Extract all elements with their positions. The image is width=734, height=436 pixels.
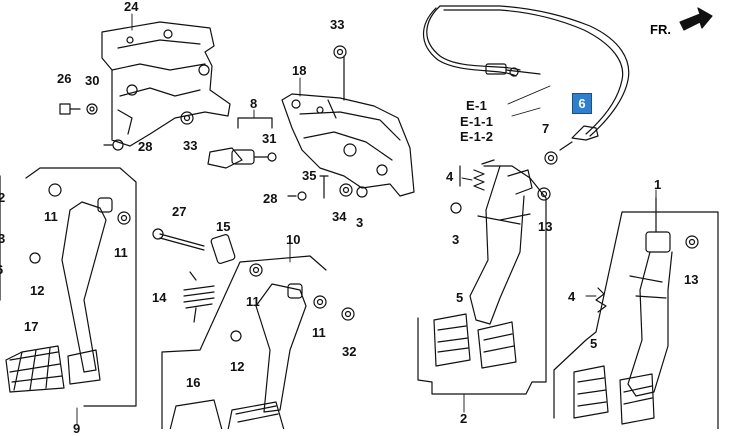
part-label-7[interactable]: 7 <box>542 121 550 136</box>
part-label-33-top[interactable]: 33 <box>183 138 198 153</box>
arrow-right-icon <box>679 7 713 31</box>
bolt-28-top <box>103 139 124 151</box>
rod-27 <box>152 228 205 251</box>
leader-lines <box>76 13 657 425</box>
part-label-34[interactable]: 34 <box>332 209 347 224</box>
pedal-set-panel-2 <box>417 159 551 395</box>
part-label-26[interactable]: 26 <box>57 71 72 86</box>
part-label-24[interactable]: 24 <box>124 0 139 14</box>
part-label-5-right[interactable]: 5 <box>590 336 598 351</box>
part-label-30[interactable]: 30 <box>85 73 100 88</box>
part-label-27[interactable]: 27 <box>172 204 187 219</box>
nut-30 <box>86 103 98 115</box>
part-label-14[interactable]: 14 <box>152 290 167 305</box>
part-label-3-right[interactable]: 3 <box>452 232 460 247</box>
bolt-26 <box>59 103 81 115</box>
part-label-4-right[interactable]: 4 <box>568 289 576 304</box>
pedal-set-panel-1 <box>553 197 719 429</box>
part-label-11-center-nut[interactable]: 11 <box>312 325 326 340</box>
part-label-6-edge[interactable]: 6 <box>0 263 3 276</box>
part-label-17[interactable]: 17 <box>24 319 39 334</box>
part-label-32[interactable]: 32 <box>342 344 357 359</box>
part-label-3-center[interactable]: 3 <box>356 215 364 230</box>
throttle-cable <box>423 5 630 151</box>
part-label-16[interactable]: 16 <box>186 375 201 390</box>
part-label-2[interactable]: 2 <box>460 411 468 426</box>
pin-35 <box>319 175 329 199</box>
spring-14 <box>183 271 215 323</box>
clutch-pedal-panel <box>0 167 137 407</box>
nut-34 <box>339 183 353 197</box>
orientation-label: FR. <box>650 22 671 37</box>
part-label-13-right[interactable]: 13 <box>684 272 699 287</box>
stop-switch-8 <box>207 117 277 169</box>
nut-33-center <box>333 45 347 59</box>
collar-15 <box>210 234 236 264</box>
part-label-18[interactable]: 18 <box>292 63 307 78</box>
part-label-3-edge[interactable]: 3 <box>0 231 6 246</box>
nut-33-top <box>180 111 194 125</box>
part-label-35[interactable]: 35 <box>302 168 317 183</box>
part-label-33-center[interactable]: 33 <box>330 17 345 32</box>
part-label-4-center[interactable]: 4 <box>446 169 454 184</box>
part-label-31[interactable]: 31 <box>262 131 277 146</box>
nut-32 <box>341 307 355 321</box>
highlighted-part-callout[interactable]: 6 <box>572 93 592 114</box>
brake-pedal-panel <box>161 255 327 429</box>
part-label-10[interactable]: 10 <box>286 232 301 247</box>
part-label-2-edge[interactable]: 2 <box>0 190 6 205</box>
part-label-8[interactable]: 8 <box>250 96 258 111</box>
part-label-12-left[interactable]: 12 <box>30 283 45 298</box>
bolt-28-center <box>287 191 307 201</box>
part-label-28-center[interactable]: 28 <box>263 191 278 206</box>
washer-3-center <box>356 186 368 198</box>
pedal-bracket-24 <box>101 21 231 147</box>
reference-e-1[interactable]: E-1 <box>466 98 488 113</box>
part-label-12-center[interactable]: 12 <box>230 359 245 374</box>
part-label-15[interactable]: 15 <box>216 219 231 234</box>
part-label-11-left-nut[interactable]: 11 <box>114 245 128 260</box>
reference-e-1-1[interactable]: E-1-1 <box>460 114 494 129</box>
part-label-11-center[interactable]: 11 <box>246 294 260 309</box>
part-label-11-left[interactable]: 11 <box>44 209 58 224</box>
nut-7 <box>544 151 558 165</box>
pedal-bracket-18 <box>281 55 415 197</box>
part-label-28-top[interactable]: 28 <box>138 139 153 154</box>
reference-e-1-2[interactable]: E-1-2 <box>460 129 494 144</box>
part-label-1[interactable]: 1 <box>654 177 662 192</box>
part-label-5-center[interactable]: 5 <box>456 290 464 305</box>
clip-12-center <box>230 330 242 342</box>
part-label-13-center[interactable]: 13 <box>538 219 553 234</box>
